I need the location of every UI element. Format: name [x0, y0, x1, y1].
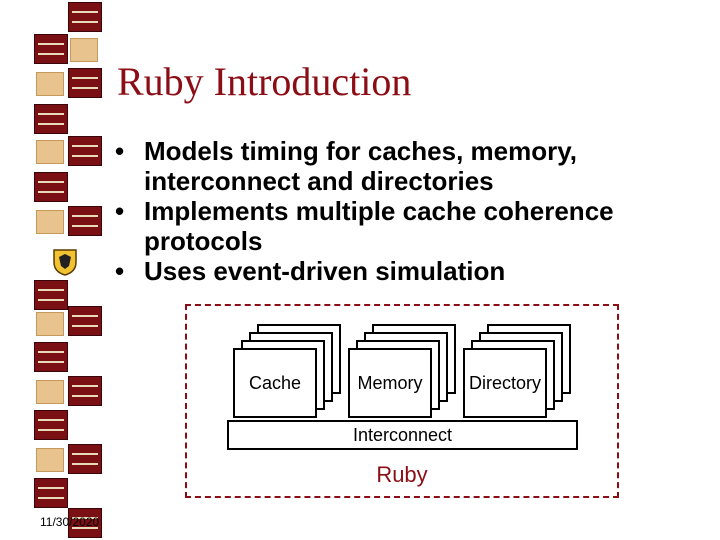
- memory-stack: Memory: [348, 324, 456, 418]
- ruby-container-box: [185, 304, 619, 498]
- book-icon: [68, 306, 102, 336]
- book-icon: [68, 136, 102, 166]
- bullet-item: • Uses event-driven simulation: [112, 256, 704, 286]
- bullet-item: • Models timing for caches, memory, inte…: [112, 136, 704, 196]
- memory-box: Memory: [348, 348, 432, 418]
- book-icon: [34, 342, 68, 372]
- decorative-book-strip: [30, 0, 106, 540]
- book-icon: [34, 172, 68, 202]
- book-icon: [68, 508, 102, 538]
- bullet-glyph: •: [115, 256, 125, 286]
- book-icon: [34, 478, 68, 508]
- book-tan-icon: [36, 312, 64, 336]
- book-tan-icon: [36, 448, 64, 472]
- crest-emblem-icon: [53, 249, 77, 276]
- bullet-text: Implements multiple cache coherence prot…: [144, 196, 614, 256]
- interconnect-box: Interconnect: [227, 420, 578, 450]
- book-icon: [68, 2, 102, 32]
- bullet-text: Uses event-driven simulation: [144, 256, 506, 286]
- ruby-label: Ruby: [376, 462, 428, 487]
- bullet-list: • Models timing for caches, memory, inte…: [112, 136, 704, 286]
- book-icon: [34, 34, 68, 64]
- book-icon: [68, 444, 102, 474]
- interconnect-label: Interconnect: [352, 425, 453, 445]
- book-icon: [68, 206, 102, 236]
- bullet-glyph: •: [115, 196, 125, 226]
- cache-box: Cache: [233, 348, 317, 418]
- slide-title: Ruby Introduction: [117, 59, 412, 104]
- book-icon: [68, 376, 102, 406]
- book-tan-icon: [36, 210, 64, 234]
- cache-stack: Cache: [233, 324, 341, 418]
- book-tan-icon: [36, 72, 64, 96]
- book-icon: [34, 410, 68, 440]
- bullet-glyph: •: [115, 136, 125, 166]
- book-icon: [34, 104, 68, 134]
- book-tan-icon: [70, 38, 98, 62]
- slide-date: 11/30/2020: [40, 515, 100, 529]
- book-tan-icon: [36, 380, 64, 404]
- directory-stack: Directory: [463, 324, 571, 418]
- directory-box: Directory: [463, 348, 547, 418]
- bullet-item: • Implements multiple cache coherence pr…: [112, 196, 704, 256]
- book-tan-icon: [36, 140, 64, 164]
- book-icon: [34, 280, 68, 310]
- bullet-text: Models timing for caches, memory, interc…: [144, 136, 577, 196]
- book-icon: [68, 68, 102, 98]
